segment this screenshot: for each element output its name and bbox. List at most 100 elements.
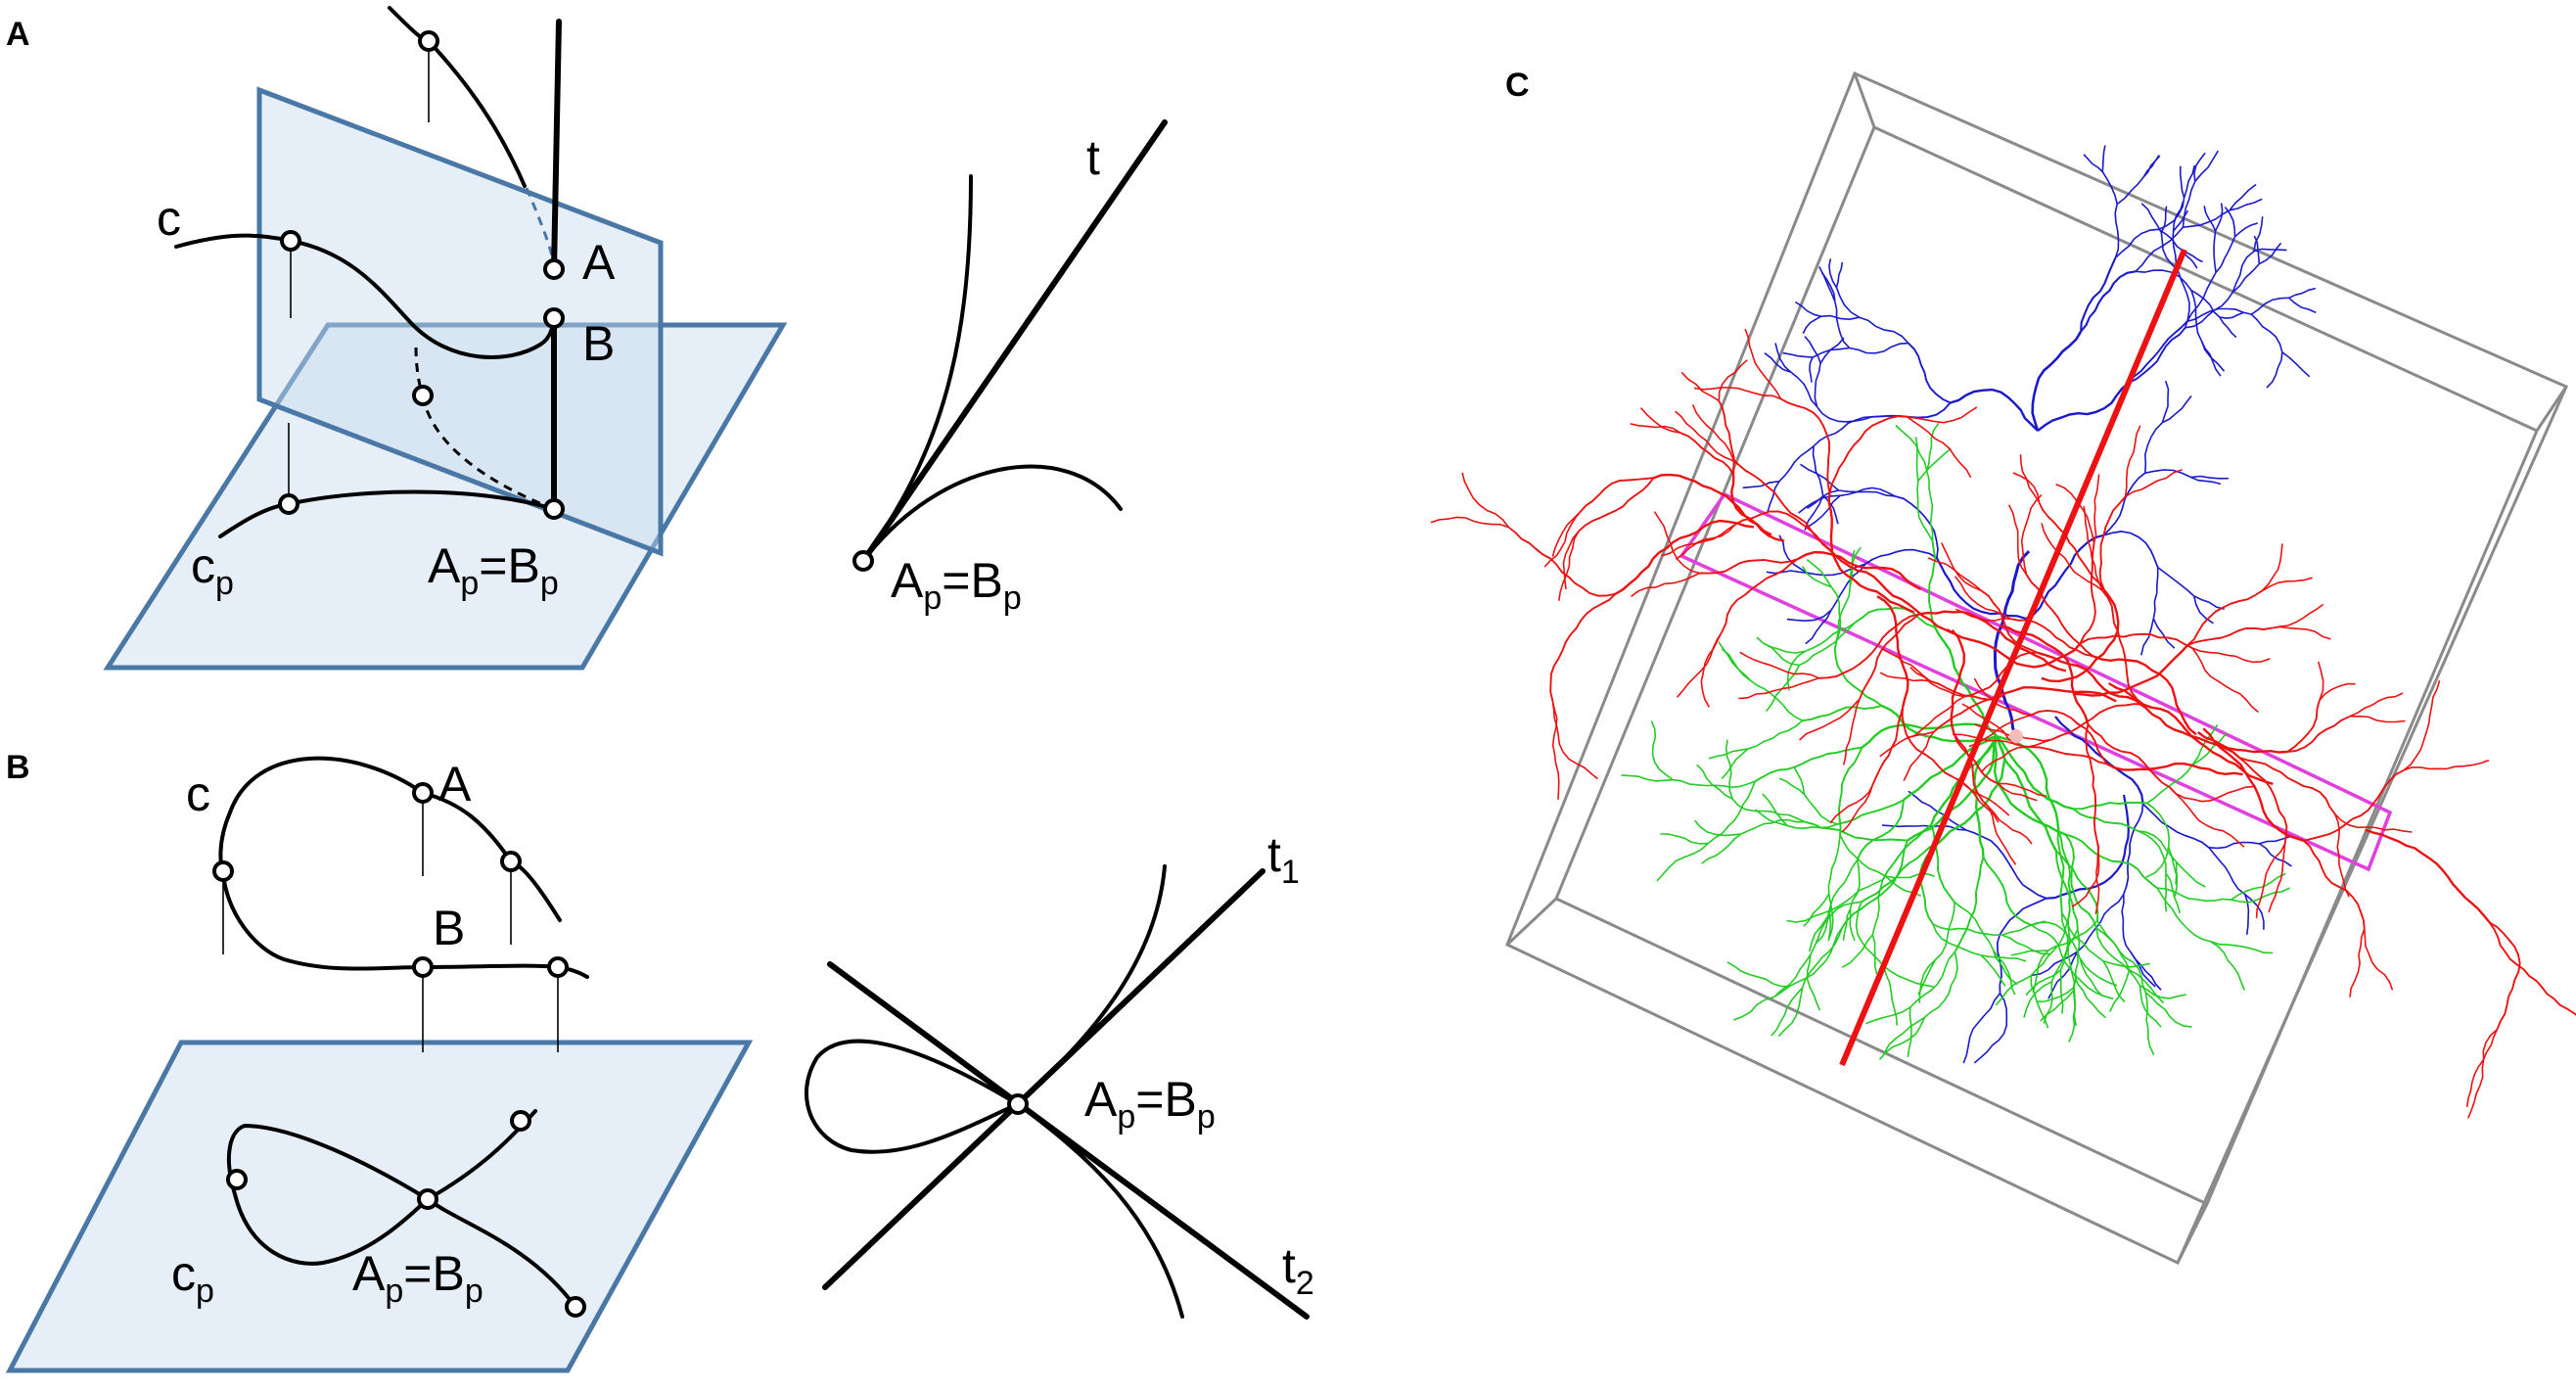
label-a: A [582,235,616,290]
neurite-segment [1673,778,1756,788]
label-b: B [582,316,615,371]
soma [2009,729,2023,743]
neurite-segment [2143,703,2274,785]
neurite-segment [1827,894,1834,939]
neurite-segment [1995,975,2032,1006]
neurite-segment [1954,576,2012,621]
neurite-segment [2160,232,2179,272]
neurite-segment [2140,203,2162,233]
neurite-segment [1861,843,1939,904]
neurite-segment [1730,475,1785,542]
neurite-segment [1738,677,1819,700]
neurite-segment [1997,897,2047,994]
neurite-segment [1782,351,1814,358]
neurite-segment [2031,330,2083,432]
neurite-segment [1828,258,1838,289]
label-ap-bp: Ap=Bp [352,1246,483,1310]
neurite-segment [1792,765,1806,795]
neurite-segment [2164,872,2168,912]
neurite-segment [2007,504,2028,576]
neurite-segment [2193,595,2225,610]
neurite-segment [2098,495,2127,590]
neurite-segment [1932,923,2002,937]
neurite-segment [1786,823,1838,829]
neurite-segment [1696,764,1733,800]
neurite-segment [1812,445,1824,496]
neurite-segment [1749,679,1803,721]
neurite-segment [2194,150,2219,182]
neurite-segment [1756,636,1800,667]
neurite-segment [1693,387,1781,400]
neurite-segment [2250,313,2283,352]
neurite-segment [2101,589,2145,706]
neurite-segment [1802,315,1822,335]
projection-plane [103,322,788,671]
neurite-segment [1799,698,1861,741]
neurite-segment [2116,176,2144,206]
neurite-segment [2190,289,2221,318]
neurite-segment [1700,631,1724,708]
neurite-segment [2059,912,2069,971]
neurite-segment [2106,762,2243,776]
neurite-segment [1835,287,1861,318]
neurite-segment [2254,577,2313,596]
neurite-segment [1699,558,1799,575]
neurite-segment [2135,226,2184,272]
neurite-segment [2175,793,2245,848]
neurite-segment [1804,820,1908,842]
point-b [543,307,565,329]
slab-outline [1679,491,2393,872]
neurite-segment [2020,493,2043,576]
neurite-segment [1653,511,1700,575]
neurite-segment [2130,951,2162,991]
neurite-segment [1903,734,1998,802]
neurite-segment [1864,548,1938,565]
neurite-segment [2101,145,2106,172]
curve-point [212,860,234,882]
neurite-segment [2238,757,2288,844]
neurite-segment [2213,230,2217,273]
neurite-segment [1827,834,1841,895]
neurite-segment [1953,733,1990,809]
neurite-segment [1833,639,1883,707]
neurite-segment [1721,558,1799,632]
panel-c: C [1430,67,2576,1266]
neurite-segment [2102,472,2146,536]
neurite-segment [1881,824,1966,831]
neurite-segment [1718,400,1735,476]
neurite-segment [1916,481,1934,541]
neurite-segment [1855,901,1885,967]
neurite-segment [2128,327,2186,384]
neurite-segment [2318,661,2324,701]
neurite-segment [2489,921,2521,1031]
neurite-segment [2191,647,2259,714]
neurite-segment [1816,904,1832,944]
neurite-segment [1551,700,1560,800]
neurite-segment [1803,893,1830,927]
neurite-segment [2037,382,2130,432]
neurite-segment [1996,735,2074,811]
neurite-segment [1827,905,1832,942]
neurite-segment [2146,802,2170,848]
neurite-segment [1907,735,1999,842]
neurite-segment [2114,228,2159,258]
neurite-segment [1878,1017,1926,1060]
neurite-segment [2255,843,2286,918]
neurite-segment [2190,476,2222,486]
neurite-segment [1794,301,1821,317]
label-c: c [157,191,181,246]
neurite-segment [1950,388,2039,432]
neurite-segment [1829,784,1874,824]
neurite-segment [2467,1029,2498,1119]
neurite-segment [2050,928,2079,983]
neurite-segment [1903,731,1935,781]
neurite-segment [2259,843,2292,867]
neurite-segment [1828,415,1908,494]
neurite-segment [2219,316,2237,339]
neurite-segment [2200,340,2226,372]
panel-c-letter: C [1505,67,1530,104]
neurite-segment [1907,406,1978,424]
neurite-segment [1788,926,1844,988]
neurite-segment [1932,923,1982,956]
neurite-segment [1747,719,1804,750]
